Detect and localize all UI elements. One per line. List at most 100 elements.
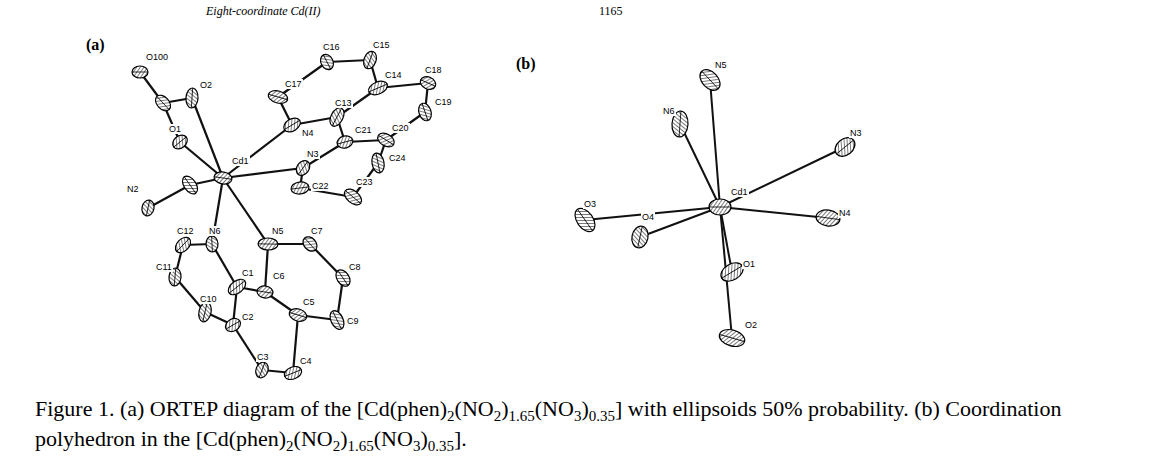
atom-ellipsoid [341, 186, 364, 208]
atom-label: N6 [662, 106, 676, 116]
atom-label: N6 [208, 226, 222, 236]
atom-ellipsoid [179, 173, 200, 196]
principal-axis [291, 187, 309, 189]
atom-ellipsoid [290, 181, 309, 195]
atom-label: Cd1 [231, 156, 250, 166]
principal-axis [679, 111, 681, 137]
atom-label: N3 [306, 149, 320, 159]
atom-ellipsoid [140, 199, 155, 217]
principal-axis [268, 94, 287, 100]
thermal-ellipsoid [172, 234, 193, 255]
thermal-ellipsoid [290, 181, 309, 195]
coordination-bond [720, 147, 845, 207]
atom-label: C15 [372, 40, 391, 50]
atom-ellipsoid [293, 158, 312, 178]
atom-ellipsoid [418, 74, 437, 91]
thermal-ellipsoid [293, 158, 312, 178]
atom-label: N3 [849, 128, 863, 138]
principal-axis [722, 266, 743, 278]
principal-axis [184, 177, 195, 193]
bond-stick [223, 168, 303, 178]
thermal-ellipsoid [281, 115, 303, 135]
principal-axis [157, 96, 169, 109]
bond-stick [386, 112, 425, 140]
atom-label: C6 [272, 271, 286, 281]
atom-label: O2 [744, 320, 758, 330]
atom-ellipsoid [282, 364, 303, 382]
atom-ellipsoid [258, 238, 278, 250]
thermal-ellipsoid [258, 238, 278, 250]
thermal-ellipsoid [132, 66, 148, 78]
thermal-ellipsoid [327, 308, 347, 331]
atom-ellipsoid [206, 236, 219, 253]
principal-axis [323, 55, 330, 69]
principal-axis [333, 311, 342, 329]
principal-axis [578, 209, 593, 230]
thermal-ellipsoid [571, 205, 599, 235]
bond-stick [180, 142, 223, 178]
atom-ellipsoid [717, 327, 746, 350]
principal-axis [702, 71, 718, 89]
thermal-ellipsoid [361, 49, 378, 70]
atom-label: C23 [355, 177, 374, 187]
atom-label: C20 [391, 123, 410, 133]
atom-label: C16 [322, 42, 341, 52]
thermal-ellipsoid [288, 307, 309, 324]
thermal-ellipsoid [206, 236, 219, 253]
atom-label: N4 [301, 128, 315, 138]
atom-ellipsoid [318, 52, 336, 72]
atom-label: O1 [742, 259, 756, 269]
atom-label: C9 [346, 316, 360, 326]
atom-ellipsoid [361, 49, 378, 70]
atom-label: N4 [838, 208, 852, 218]
atom-label: C7 [310, 226, 324, 236]
coordination-bond [640, 207, 720, 237]
atom-ellipsoid [267, 88, 290, 105]
thermal-ellipsoid [256, 285, 274, 299]
atom-label: C10 [199, 294, 218, 304]
running-header: 1165 [598, 4, 624, 18]
principal-axis [298, 162, 307, 175]
atom-label: N5 [271, 226, 285, 236]
principal-axis [132, 72, 148, 73]
atom-ellipsoid [288, 307, 309, 324]
atom-label: C11 [155, 262, 173, 272]
atom-ellipsoid [213, 171, 232, 185]
atom-ellipsoid [300, 234, 320, 254]
atom-label: C14 [384, 70, 403, 80]
atom-ellipsoid [197, 301, 213, 323]
principal-axis [836, 140, 853, 154]
principal-axis [638, 226, 643, 248]
thermal-ellipsoid [375, 130, 397, 150]
principal-axis [332, 108, 341, 126]
principal-axis [422, 103, 428, 120]
atom-ellipsoid [172, 234, 193, 255]
thermal-ellipsoid [341, 186, 364, 208]
atom-label: C19 [434, 97, 453, 107]
thermal-ellipsoid [630, 225, 650, 250]
principal-axis [720, 334, 745, 341]
atom-ellipsoid [416, 102, 433, 123]
thermal-ellipsoid [418, 74, 437, 91]
atom-ellipsoid [336, 134, 355, 150]
thermal-ellipsoid [152, 92, 173, 113]
atom-ellipsoid [327, 308, 347, 331]
atom-ellipsoid [281, 115, 303, 135]
atom-label: N5 [714, 60, 728, 70]
atom-label: N2 [126, 184, 140, 194]
atom-label: O1 [168, 124, 182, 134]
running-header: Eight-coordinate Cd(II) [205, 4, 322, 18]
atom-label: C18 [424, 65, 443, 75]
thermal-ellipsoid [709, 199, 731, 215]
panel-label: (a) [85, 36, 106, 54]
thermal-ellipsoid [366, 79, 389, 98]
bond-stick [265, 244, 268, 292]
bond-stick [278, 62, 327, 97]
thermal-ellipsoid [336, 134, 355, 150]
principal-axis [211, 236, 213, 252]
atom-label: Cd1 [730, 187, 749, 197]
principal-axis [338, 271, 348, 286]
principal-axis [146, 200, 149, 216]
principal-axis [203, 302, 207, 321]
thermal-ellipsoid [282, 364, 303, 382]
